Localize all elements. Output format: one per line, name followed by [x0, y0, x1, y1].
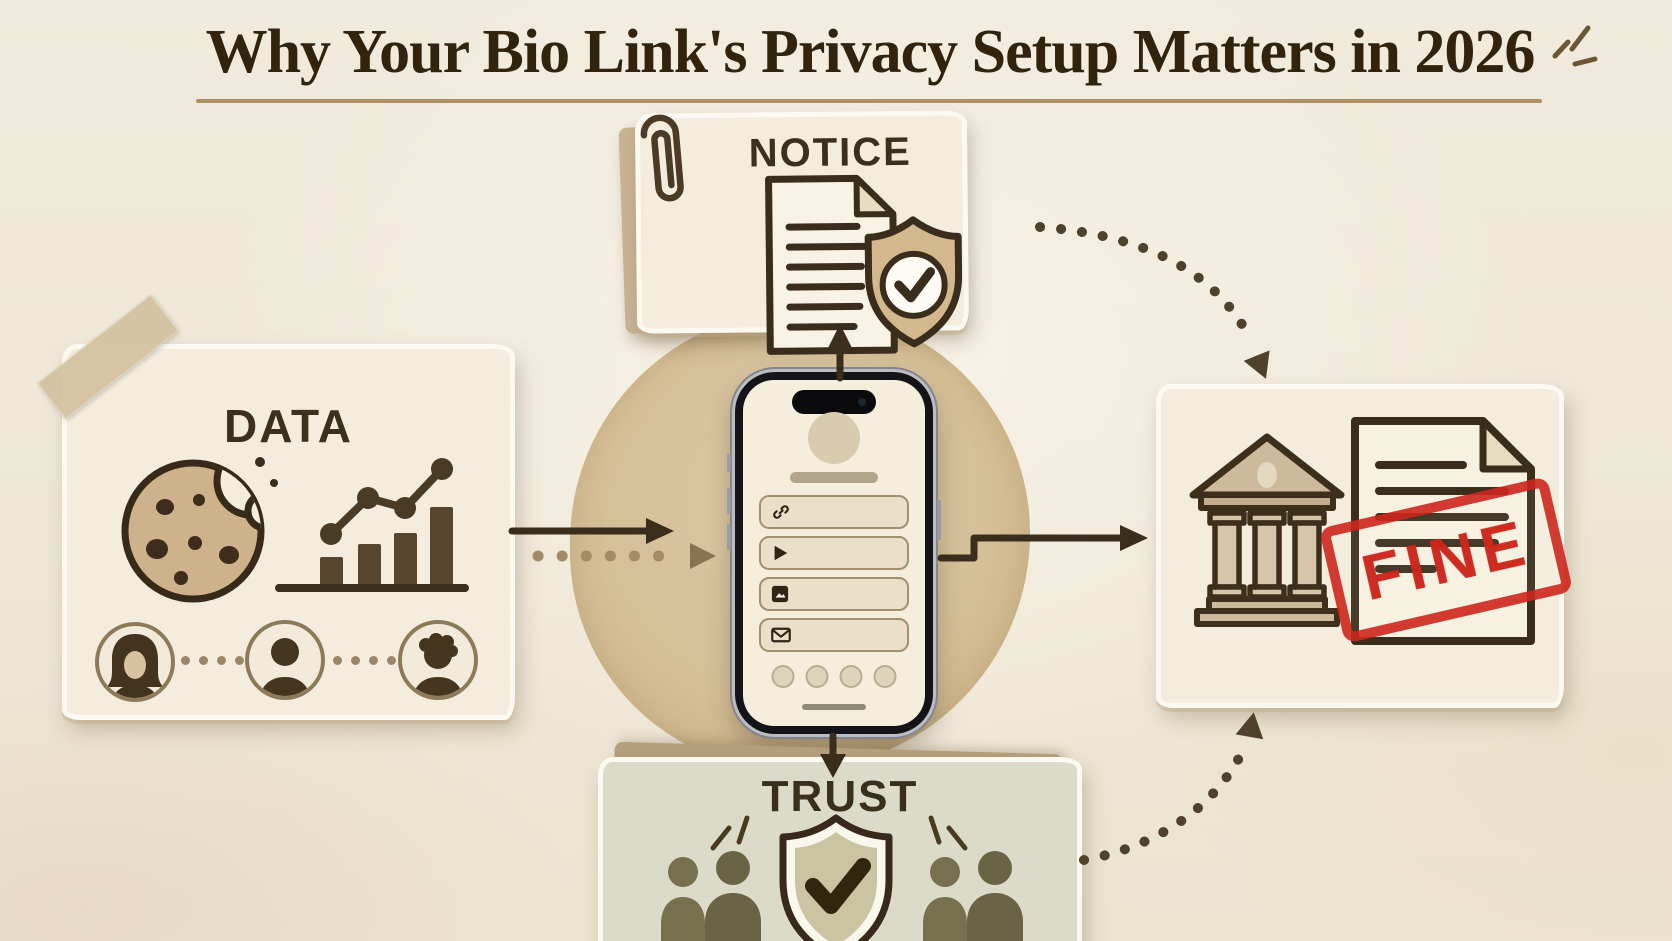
phone-volume-button [727, 488, 731, 514]
data-card-title: DATA [224, 400, 353, 452]
link-button [759, 495, 909, 529]
bio-link-screen [743, 380, 925, 726]
growth-chart-icon [275, 458, 469, 592]
avatar-connector-dots [181, 656, 244, 665]
image-icon [771, 585, 789, 603]
arrow-trust-to-penalty-dotted [1079, 712, 1264, 865]
privacy-policy-document-icon [765, 174, 963, 355]
link-icon [773, 505, 789, 519]
fined-document-icon [1351, 417, 1535, 645]
phone-volume-button [727, 524, 731, 550]
people-group-icon [923, 851, 1023, 941]
avatar-connector-dots [333, 656, 396, 665]
trust-card-title: TRUST [761, 772, 919, 821]
play-icon [774, 545, 788, 561]
display-name-bar [790, 472, 878, 483]
link-button [759, 618, 909, 652]
people-group-icon [661, 851, 761, 941]
sparkle-icon [1552, 25, 1598, 67]
emphasis-lines-left [710, 815, 750, 851]
man-avatar-icon [245, 620, 325, 700]
social-dot [805, 665, 829, 688]
emphasis-lines-right [928, 815, 968, 851]
phone-power-button [937, 500, 941, 540]
curly-avatar-icon [398, 620, 478, 700]
social-dot [873, 665, 897, 688]
cookie-icon [121, 457, 278, 603]
phone-side-button [727, 454, 731, 472]
penalty-card: FINE [1156, 384, 1574, 708]
title-underline [196, 99, 1542, 103]
link-button [759, 536, 909, 570]
arrow-notice-to-penalty-dotted [1035, 222, 1270, 379]
trust-shield-check-icon [779, 814, 893, 941]
link-button-list [743, 495, 925, 652]
social-dot [839, 665, 863, 688]
notice-card-title: NOTICE [748, 129, 913, 176]
trust-card: TRUST [598, 757, 1082, 941]
link-button [759, 577, 909, 611]
notice-card: NOTICE [634, 110, 970, 355]
home-indicator [802, 704, 866, 710]
social-dot [771, 665, 795, 688]
bio-link-phone [727, 372, 941, 734]
fine-stamp-label: FINE [1355, 505, 1537, 615]
camera-icon [858, 398, 866, 406]
woman-avatar-icon [95, 622, 175, 702]
paperclip-icon [640, 114, 684, 202]
bank-icon [1189, 433, 1345, 627]
profile-avatar [808, 412, 860, 464]
data-card: DATA [62, 344, 515, 720]
page-title: Why Your Bio Link's Privacy Setup Matter… [205, 18, 1536, 86]
social-dot-row [771, 665, 897, 688]
shield-check-icon [864, 216, 963, 348]
phone-notch [792, 390, 876, 414]
mail-icon [771, 627, 791, 643]
